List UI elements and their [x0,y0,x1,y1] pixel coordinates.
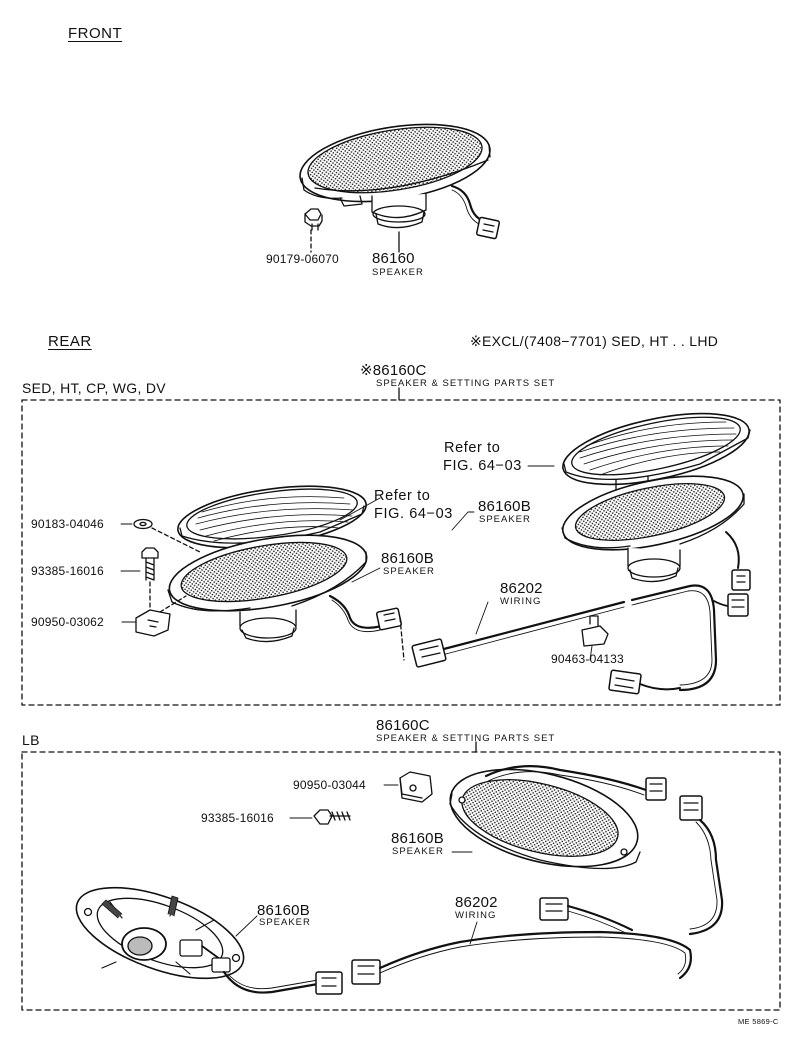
rear-fasteners [133,518,201,637]
lb-upper-speaker-part-number: 86160B [391,830,444,847]
lb-screw-part-number: 93385-16016 [201,811,274,825]
front-nut-part-number: 90179-06070 [266,252,339,266]
sed-models-label: SED, HT, CP, WG, DV [22,380,166,396]
rear-clip-part-number: 90950-03062 [31,615,104,629]
rear-exclusion-note: ※EXCL/(7408−7701) SED, HT . . LHD [470,333,719,349]
rear-section-title: REAR [48,333,92,350]
lb-fasteners [313,771,433,825]
leader-lines [120,465,593,945]
rear-grille-right [562,412,751,493]
lb-lower-speaker-caption: SPEAKER [259,917,311,928]
rear-refer-right-line1: Refer to [444,440,501,456]
rear-right-speaker-caption: SPEAKER [479,514,531,525]
lb-upper-speaker-caption: SPEAKER [392,846,444,857]
front-section-title: FRONT [68,25,123,42]
lb-set-caption: SPEAKER & SETTING PARTS SET [376,733,556,744]
lb-wiring-part-number: 86202 [455,894,498,911]
rear-left-speaker-caption: SPEAKER [383,566,435,577]
lb-set-part-number: 86160C [376,717,430,734]
rear-refer-right-line2: FIG. 64−03 [443,458,522,474]
rear-wiring-caption: WIRING [500,596,542,607]
rear-set-frame [21,399,781,706]
rear-left-speaker-part-number: 86160B [381,550,434,567]
rear-set-part-number: ※86160C [360,362,427,379]
rear-clamp-part-number: 90463-04133 [551,652,624,666]
rear-speaker-right [561,475,751,591]
figure-code: ME 5869-C [738,1017,779,1026]
lb-speaker-upper [449,765,724,936]
lb-wiring [351,897,692,985]
rear-speaker-left [167,534,405,661]
lb-clip-part-number: 90950-03044 [293,778,366,792]
rear-wiring [411,584,749,695]
lb-speaker-lower [75,886,343,995]
rear-refer-left-line1: Refer to [374,488,431,504]
rear-set-caption: SPEAKER & SETTING PARTS SET [376,378,556,389]
rear-refer-left-line2: FIG. 64−03 [374,506,453,522]
lb-wiring-caption: WIRING [455,910,497,921]
front-speaker-part-number: 86160 [372,250,415,267]
rear-wiring-part-number: 86202 [500,580,543,597]
front-speaker-caption: SPEAKER [372,267,424,278]
lb-section-title: LB [22,732,40,748]
rear-washer-part-number: 90183-04046 [31,517,104,531]
rear-screw-part-number: 93385-16016 [31,564,104,578]
lb-set-frame [21,751,781,1011]
front-speaker [299,123,501,253]
rear-right-speaker-part-number: 86160B [478,498,531,515]
lb-lower-speaker-part-number: 86160B [257,902,310,919]
